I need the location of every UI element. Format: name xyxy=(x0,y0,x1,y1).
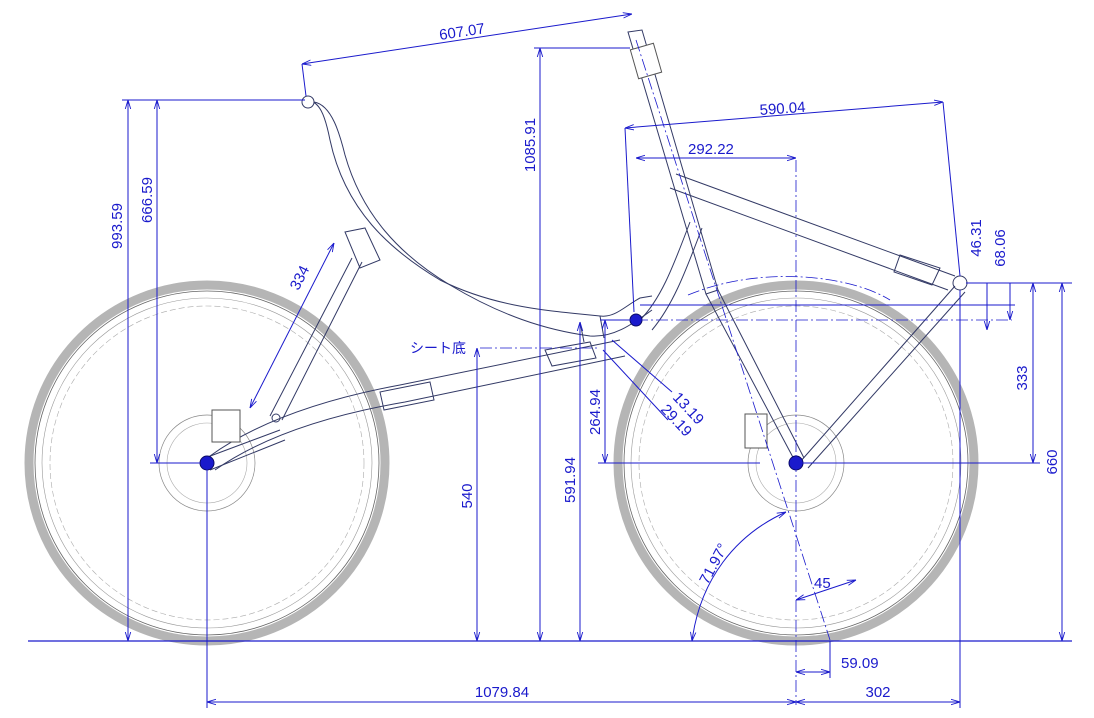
dimension-labels: 607.07 993.59 666.59 1085.91 334 590.04 … xyxy=(109,20,1061,701)
dim-top-length: 607.07 xyxy=(438,20,486,44)
center-lines xyxy=(480,39,1012,705)
dim-front-660: 660 xyxy=(1044,449,1061,474)
dim-bb-height-total: 591.94 xyxy=(562,457,579,503)
label-seat-bottom: シート底 xyxy=(410,340,466,356)
dim-trail: 59.09 xyxy=(841,655,879,672)
dim-wheelbase: 1079.84 xyxy=(475,684,529,701)
dim-front-333: 333 xyxy=(1014,365,1031,390)
dimension-lines xyxy=(122,14,1072,708)
dim-bb-offset: 292.22 xyxy=(688,141,734,158)
dim-front-rise-1: 46.31 xyxy=(968,219,985,257)
dim-seat-bottom-height: 540 xyxy=(459,483,476,508)
dim-head-angle: 71.97° xyxy=(696,541,731,587)
dim-front-boom: 590.04 xyxy=(759,99,806,119)
dim-fork-offset: 45 xyxy=(814,575,831,592)
dim-front-extent: 302 xyxy=(865,684,890,701)
dim-front-rise-2: 68.06 xyxy=(992,229,1009,267)
dim-seat-height-total: 993.59 xyxy=(109,203,126,249)
frame xyxy=(199,29,968,471)
dim-seat-height-hub: 666.59 xyxy=(139,177,156,223)
dim-bb-height-hub: 264.94 xyxy=(587,389,604,435)
dim-seat-stay: 334 xyxy=(287,263,314,293)
dim-head-tube-top: 1085.91 xyxy=(522,118,539,172)
